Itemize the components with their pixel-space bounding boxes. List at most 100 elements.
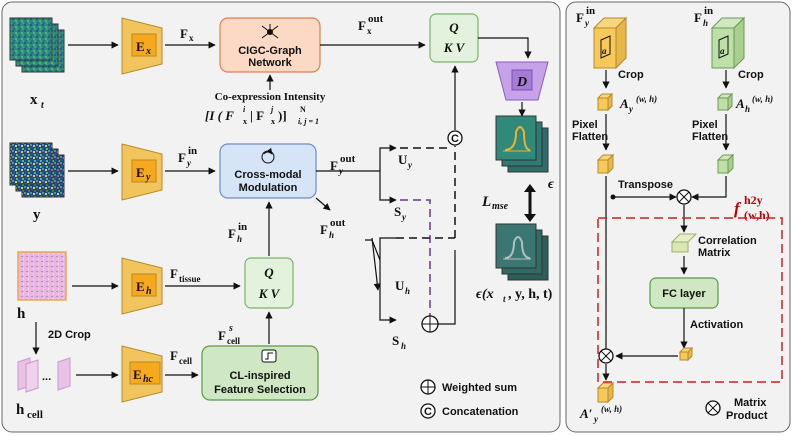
ah-sub: h — [745, 104, 750, 114]
fyin-block — [592, 16, 628, 70]
fyin-a-glyph: a — [602, 46, 607, 56]
ay-sub: y — [628, 104, 634, 114]
sh-label: S — [392, 333, 399, 348]
right-fhin-sup: in — [704, 5, 713, 17]
f-h2y-label: f — [734, 199, 742, 218]
sy-sub: y — [401, 212, 407, 222]
crop-label: 2D Crop — [48, 329, 91, 341]
svg-text:C: C — [424, 406, 432, 418]
correlation-label-1: Correlation — [698, 235, 757, 247]
eps-label: ϵ — [548, 177, 555, 192]
svg-text:Weighted sum: Weighted sum — [442, 382, 517, 394]
legend-concatenation: C Concatenation — [420, 403, 519, 419]
svg-text:ϵ(x: ϵ(x — [476, 287, 494, 302]
ftissue-label: F — [170, 266, 178, 281]
right-fyin-sup: in — [586, 5, 595, 17]
encoder-x-sub: x — [145, 46, 151, 57]
fhin-a-glyph: a — [720, 46, 725, 56]
f-h2y-sub: (w,h) — [744, 208, 770, 222]
loss-sub: mse — [492, 201, 509, 212]
eps-stack-top — [495, 115, 549, 173]
fyout-sub: y — [338, 166, 344, 176]
f-h2y-sup: h2y — [744, 193, 763, 207]
cl-label-1: CL-inspired — [229, 370, 290, 382]
fcells-sub: cell — [227, 336, 240, 346]
crop-right-label: Crop — [738, 69, 764, 81]
encoder-y-label: E — [136, 165, 145, 180]
y-label: y — [33, 207, 41, 223]
eps-stack-bottom — [495, 223, 549, 281]
ah-label: A — [735, 96, 745, 111]
correlation-matrix-shape — [670, 233, 698, 253]
legend-weighted-sum: Weighted sum — [420, 379, 517, 395]
svg-text:[I ( F: [I ( F — [205, 108, 234, 123]
activation-output-cube — [678, 346, 694, 362]
y-image-stack — [9, 142, 65, 198]
fcells-label: F — [218, 328, 226, 343]
ah-flat-cube — [716, 153, 735, 175]
pixel-flatten-right-1: Pixel — [692, 119, 718, 131]
crop-left-label: Crop — [618, 69, 644, 81]
fhin-block — [710, 16, 746, 70]
ay-flat-cube — [596, 153, 615, 175]
cl-label-2: Feature Selection — [214, 384, 306, 396]
crossmodal-label-2: Modulation — [239, 182, 298, 194]
qkv-top-kv: K V — [443, 40, 466, 55]
step-icon — [261, 349, 277, 363]
encoder-h-sub: h — [146, 286, 152, 297]
fcell-label: F — [170, 348, 178, 363]
ay-prime-cube — [596, 381, 615, 404]
svg-text:i, j = 1: i, j = 1 — [298, 117, 319, 126]
hcell-crops — [17, 357, 71, 393]
qkv-top-q: Q — [449, 20, 459, 35]
fyin-sup: in — [188, 145, 197, 157]
pixel-flatten-right-2: Flatten — [692, 131, 728, 143]
encoder-x-label: E — [136, 39, 145, 54]
hcell-ellipsis: ... — [42, 371, 51, 383]
uy-label: U — [398, 152, 408, 167]
fcell-sub: cell — [179, 356, 192, 366]
sh-sub: h — [401, 341, 406, 351]
encoder-hc — [121, 345, 163, 403]
encoder-h-label: E — [136, 279, 145, 294]
pixel-flatten-left-2: Flatten — [572, 131, 608, 143]
fhout-sup: out — [330, 217, 346, 229]
decoder-inner — [511, 69, 533, 91]
graph-icon — [261, 24, 279, 39]
ah-cube — [716, 92, 734, 112]
double-arrow — [524, 184, 536, 222]
coexpression-formula: [I ( F i x | F j x )] N i, j = 1 — [205, 105, 319, 126]
ay-sup: (w, h) — [636, 94, 657, 104]
fyout-sup: out — [340, 153, 356, 165]
correlation-label-2: Matrix — [698, 247, 731, 259]
fhin-left-sub: h — [237, 234, 242, 244]
encoder-y-sub: y — [145, 172, 151, 183]
qkv-bottom-box — [244, 257, 294, 309]
ay-prime-sub: y — [593, 414, 599, 424]
pixel-flatten-left-1: Pixel — [572, 119, 598, 131]
encoder-hc-label: E — [133, 367, 142, 382]
qkv-bottom-kv: K V — [258, 286, 281, 301]
coexpression-title: Co-expression Intensity — [215, 91, 326, 103]
fx-label: F — [180, 26, 188, 41]
right-fyin-sub: y — [584, 18, 590, 28]
fyout-label: F — [330, 158, 338, 173]
svg-text:j: j — [269, 105, 274, 114]
fyin-sub: y — [186, 158, 192, 168]
svg-text:Product: Product — [726, 410, 768, 422]
left-panel — [1, 1, 561, 433]
fhin-left-sup: in — [238, 221, 247, 233]
svg-text:i: i — [243, 105, 246, 114]
encoder-y — [121, 143, 163, 201]
fhout-label: F — [320, 222, 328, 237]
fx-sub: x — [189, 33, 194, 43]
fcells-sup: s — [228, 323, 233, 334]
svg-text:t: t — [503, 294, 506, 304]
concatenation-icon — [420, 403, 436, 419]
uh-sub: h — [405, 286, 410, 296]
hcell-sub: cell — [27, 409, 43, 421]
ah-sup: (w, h) — [752, 94, 773, 104]
svg-text:| F: | F — [250, 108, 264, 123]
hcell-label: h — [16, 402, 25, 418]
